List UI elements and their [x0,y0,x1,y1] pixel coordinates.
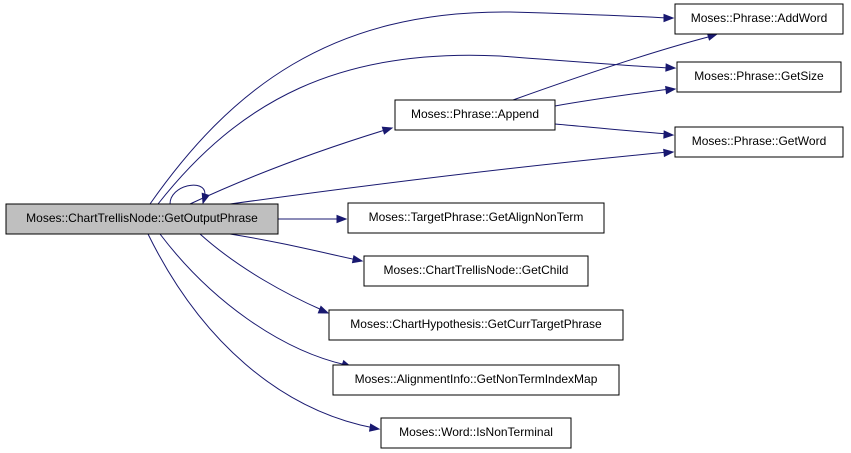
arrowhead-icon [663,148,675,158]
node-phrase-append[interactable]: Moses::Phrase::Append [394,99,556,131]
edge-root-to-append [189,126,394,205]
node-box [674,126,844,158]
edge-line [147,233,375,429]
node-label: Moses::Phrase::AddWord [691,11,828,25]
edges-layer [147,11,719,432]
node-label: Moses::Phrase::GetSize [694,69,824,83]
node-label: Moses::ChartTrellisNode::GetChild [384,263,569,277]
node-label: Moses::Phrase::Append [411,107,539,121]
node-word-isnonterminal[interactable]: Moses::Word::IsNonTerminal [380,417,572,449]
edge-root-to-getalign [278,214,348,224]
edge-line [189,129,386,205]
node-targetphrase-getalignnonterm[interactable]: Moses::TargetPhrase::GetAlignNonTerm [347,202,605,234]
node-label: Moses::ChartHypothesis::GetCurrTargetPhr… [350,317,602,331]
node-phrase-getword[interactable]: Moses::Phrase::GetWord [674,126,844,158]
edge-line [149,11,669,205]
edge-line [554,123,669,135]
node-box [5,203,279,235]
edge-append-to-getsize [554,85,677,107]
node-box [332,364,620,396]
edge-root-to-addword [149,11,675,205]
edge-line [554,88,671,107]
arrowhead-icon [351,254,364,264]
node-phrase-getsize[interactable]: Moses::Phrase::GetSize [676,61,842,93]
edge-root-to-getcurr [199,233,330,314]
arrowhead-icon [665,63,677,72]
node-box [347,202,605,234]
node-charttrellisnode-getchild[interactable]: Moses::ChartTrellisNode::GetChild [363,255,589,287]
edge-line [159,233,347,366]
node-box [394,99,556,131]
node-phrase-addword[interactable]: Moses::Phrase::AddWord [674,3,844,35]
node-label: Moses::Word::IsNonTerminal [399,425,553,439]
arrowhead-icon [381,126,394,135]
edge-root-to-root [169,184,210,205]
arrowhead-icon [663,13,675,23]
edge-line [512,35,713,101]
edge-root-to-isnonterm [147,233,381,432]
node-box [674,3,844,35]
node-box [328,309,624,341]
node-get-output-phrase[interactable]: Moses::ChartTrellisNode::GetOutputPhrase [5,203,279,235]
edge-line [169,184,206,205]
arrowhead-icon [336,214,348,224]
edge-root-to-getword [229,148,675,205]
edge-line [199,233,323,311]
arrowhead-icon [665,85,677,95]
node-label: Moses::AlignmentInfo::GetNonTermIndexMap [355,372,598,386]
edge-line [229,151,669,205]
node-label: Moses::ChartTrellisNode::GetOutputPhrase [26,211,258,225]
edge-append-to-getword [554,123,675,139]
node-box [380,417,572,449]
arrowhead-icon [368,423,381,432]
edge-line [229,233,358,261]
arrowhead-icon [317,305,330,314]
node-box [676,61,842,93]
node-label: Moses::TargetPhrase::GetAlignNonTerm [369,210,584,224]
arrowhead-icon [663,130,675,139]
nodes-layer: Moses::ChartTrellisNode::GetOutputPhrase… [5,3,844,449]
node-alignmentinfo-getnontermindexmap[interactable]: Moses::AlignmentInfo::GetNonTermIndexMap [332,364,620,396]
node-box [363,255,589,287]
node-charthypothesis-getcurrtargetphrase[interactable]: Moses::ChartHypothesis::GetCurrTargetPhr… [328,309,624,341]
edge-root-to-getchild [229,233,364,264]
node-label: Moses::Phrase::GetWord [692,134,827,148]
edge-root-to-getnonterm [159,233,353,368]
